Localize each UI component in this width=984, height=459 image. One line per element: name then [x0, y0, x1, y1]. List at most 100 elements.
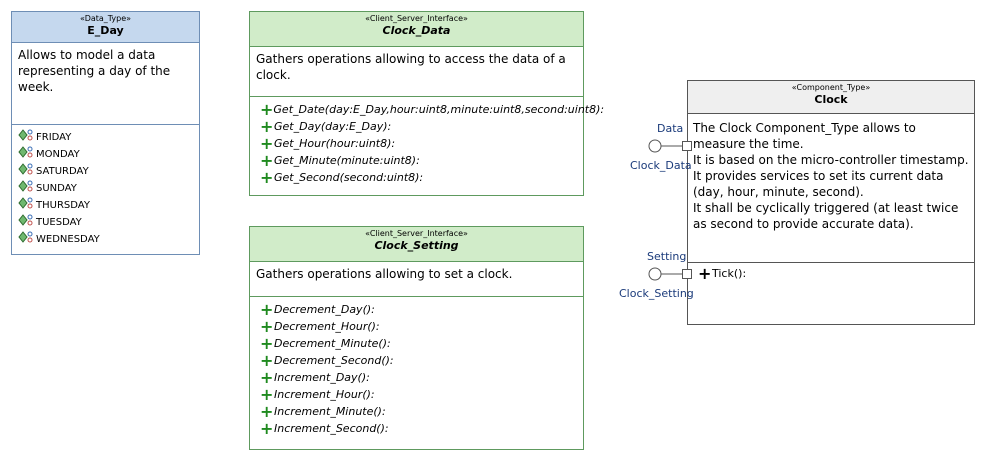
operation-row[interactable]: +Get_Date(day:E_Day,hour:uint8,minute:ui…: [260, 99, 604, 119]
public-plus-icon: +: [260, 418, 274, 438]
enum-literal-label: FRIDAY: [36, 132, 72, 143]
operation-signature: Get_Second(second:uint8):: [274, 171, 424, 184]
clock-setting-header: «Client_Server_Interface» Clock_Setting: [250, 227, 583, 262]
operation-signature: Increment_Day():: [274, 371, 370, 384]
operation-row[interactable]: +Increment_Day():: [260, 369, 583, 386]
clock-setting-description: Gathers operations allowing to set a clo…: [250, 262, 583, 297]
enum-literal-icon: [18, 179, 36, 198]
setting-port-interface-label: Clock_Setting: [619, 287, 694, 300]
operation-signature: Get_Minute(minute:uint8):: [274, 154, 420, 167]
operation-row[interactable]: +Tick():: [698, 265, 974, 282]
enum-literal-icon: [18, 230, 36, 249]
clock-description-line: It provides services to set its current …: [693, 169, 944, 199]
setting-port-role-label: Setting: [647, 250, 687, 263]
enum-literal-icon: [18, 128, 36, 147]
enum-literal[interactable]: THURSDAY: [18, 196, 199, 215]
clock-description-line: It is based on the micro-controller time…: [693, 153, 969, 167]
operation-signature: Get_Hour(hour:uint8):: [274, 137, 396, 150]
operation-signature: Increment_Minute():: [274, 405, 386, 418]
operation-signature: Get_Date(day:E_Day,hour:uint8,minute:uin…: [273, 103, 605, 116]
data-port[interactable]: [682, 141, 692, 151]
public-plus-icon: +: [260, 316, 274, 336]
clock-data-interface-box[interactable]: «Client_Server_Interface» Clock_Data Gat…: [249, 11, 604, 196]
e-day-stereotype: «Data_Type»: [79, 14, 132, 23]
setting-port[interactable]: [682, 269, 692, 279]
enum-literal-icon: [18, 213, 36, 232]
operation-signature: Increment_Hour():: [274, 388, 375, 401]
clock-stereotype: «Component_Type»: [791, 83, 871, 92]
enum-literal-icon: [18, 162, 36, 181]
enum-literal-label: SATURDAY: [36, 166, 89, 177]
enum-literal-label: SUNDAY: [36, 183, 77, 194]
operation-row[interactable]: +Increment_Second():: [260, 420, 583, 437]
clock-setting-stereotype: «Client_Server_Interface»: [365, 229, 468, 238]
operation-signature: Get_Day(day:E_Day):: [274, 120, 392, 133]
public-plus-icon: +: [260, 299, 274, 319]
public-plus-icon: +: [260, 367, 274, 387]
operation-row[interactable]: +Get_Day(day:E_Day):: [260, 118, 583, 135]
public-plus-icon: +: [260, 150, 274, 170]
enum-literal-label: TUESDAY: [36, 217, 82, 228]
enum-literal-label: THURSDAY: [36, 200, 90, 211]
operation-signature: Decrement_Hour():: [274, 320, 380, 333]
clock-data-description: Gathers operations allowing to access th…: [250, 47, 583, 97]
clock-data-header: «Client_Server_Interface» Clock_Data: [250, 12, 583, 47]
operation-row[interactable]: +Decrement_Day():: [260, 301, 583, 318]
data-port-interface-label: Clock_Data: [630, 159, 692, 172]
operation-row[interactable]: +Decrement_Hour():: [260, 318, 583, 335]
operation-row[interactable]: +Get_Minute(minute:uint8):: [260, 152, 583, 169]
public-plus-icon: +: [260, 116, 274, 136]
enum-literal[interactable]: SUNDAY: [18, 179, 199, 198]
e-day-header: «Data_Type» E_Day: [12, 12, 199, 43]
e-day-datatype-box[interactable]: «Data_Type» E_Day Allows to model a data…: [11, 11, 200, 255]
provided-interface-setting-icon: [648, 267, 662, 281]
operation-row[interactable]: +Get_Second(second:uint8):: [260, 169, 583, 186]
public-plus-icon: +: [260, 350, 274, 370]
data-port-role-label: Data: [657, 122, 684, 135]
provided-interface-data-icon: [648, 139, 662, 153]
clock-setting-name: Clock_Setting: [374, 239, 459, 252]
clock-description-line: The Clock Component_Type allows to measu…: [693, 121, 916, 151]
public-plus-icon: +: [698, 263, 712, 283]
operation-signature: Tick():: [712, 267, 747, 280]
enum-literal[interactable]: WEDNESDAY: [18, 230, 199, 249]
operation-signature: Decrement_Second():: [274, 354, 394, 367]
enum-literal-icon: [18, 145, 36, 164]
enum-literal-icon: [18, 196, 36, 215]
public-plus-icon: +: [260, 133, 274, 153]
operation-row[interactable]: +Increment_Minute():: [260, 403, 583, 420]
clock-data-operations: +Get_Date(day:E_Day,hour:uint8,minute:ui…: [250, 97, 604, 186]
enum-literal[interactable]: FRIDAY: [18, 128, 199, 147]
clock-data-stereotype: «Client_Server_Interface»: [365, 14, 468, 23]
operation-signature: Decrement_Day():: [274, 303, 375, 316]
public-plus-icon: +: [260, 333, 274, 353]
e-day-literals: FRIDAY MONDAY SATURDAY SUNDAY THURSDAY T…: [12, 125, 199, 248]
clock-header: «Component_Type» Clock: [688, 81, 974, 114]
clock-setting-interface-box[interactable]: «Client_Server_Interface» Clock_Setting …: [249, 226, 584, 450]
public-plus-icon: +: [260, 401, 274, 421]
clock-name: Clock: [814, 93, 848, 106]
clock-setting-operations: +Decrement_Day(): +Decrement_Hour(): +De…: [250, 297, 583, 437]
clock-description-line: It shall be cyclically triggered (at lea…: [693, 201, 959, 231]
operation-row[interactable]: +Increment_Hour():: [260, 386, 583, 403]
e-day-name: E_Day: [87, 24, 124, 37]
enum-literal-label: WEDNESDAY: [36, 234, 100, 245]
enum-literal[interactable]: SATURDAY: [18, 162, 199, 181]
clock-operations: +Tick():: [688, 263, 974, 282]
clock-data-name: Clock_Data: [382, 24, 451, 37]
operation-row[interactable]: +Decrement_Second():: [260, 352, 583, 369]
e-day-description: Allows to model a data representing a da…: [12, 43, 199, 125]
operation-row[interactable]: +Decrement_Minute():: [260, 335, 583, 352]
enum-literal[interactable]: TUESDAY: [18, 213, 199, 232]
enum-literal-label: MONDAY: [36, 149, 80, 160]
enum-literal[interactable]: MONDAY: [18, 145, 199, 164]
operation-signature: Increment_Second():: [274, 422, 389, 435]
operation-signature: Decrement_Minute():: [274, 337, 391, 350]
clock-component-box[interactable]: «Component_Type» Clock The Clock Compone…: [687, 80, 975, 325]
operation-row[interactable]: +Get_Hour(hour:uint8):: [260, 135, 583, 152]
clock-description: The Clock Component_Type allows to measu…: [688, 114, 974, 263]
public-plus-icon: +: [260, 167, 274, 187]
public-plus-icon: +: [260, 384, 274, 404]
public-plus-icon: +: [260, 99, 274, 119]
